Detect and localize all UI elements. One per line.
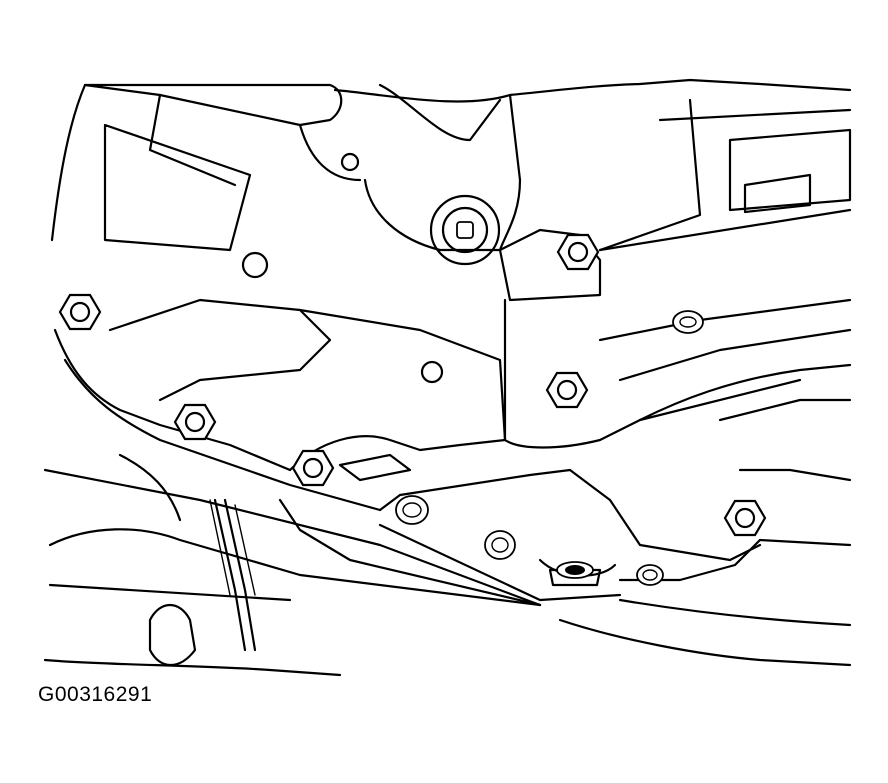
drain-plug bbox=[548, 561, 602, 587]
bolt-5 bbox=[484, 530, 516, 560]
bolt-6 bbox=[556, 233, 600, 271]
figure-id-label: G00316291 bbox=[38, 683, 153, 706]
tool-handle bbox=[43, 453, 542, 677]
bolt-1 bbox=[58, 293, 102, 331]
bolt-3 bbox=[291, 449, 335, 487]
oil-pan-outline bbox=[53, 298, 852, 667]
bolt-4 bbox=[395, 495, 429, 525]
oil-pan-bolts bbox=[58, 233, 767, 586]
bolt-7 bbox=[545, 371, 589, 409]
bolt-10 bbox=[636, 564, 664, 586]
bolt-2 bbox=[173, 403, 217, 441]
bolt-9 bbox=[723, 499, 767, 537]
bolt-8 bbox=[672, 310, 704, 334]
engine-block-outline bbox=[50, 78, 852, 384]
